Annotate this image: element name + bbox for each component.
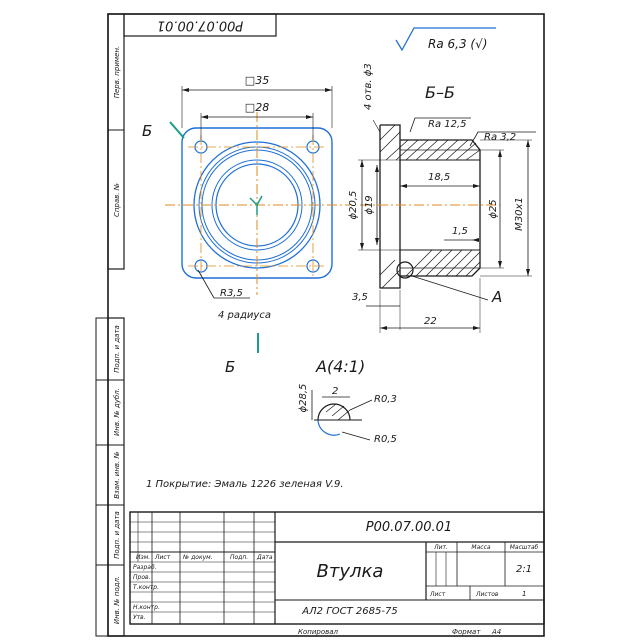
dim-18-5: 18,5 [428,172,450,183]
dim-radius: R3,5 [220,288,243,299]
sheet-frame [107,13,545,637]
section-view: Б–Б Ra 6,3 (√) [348,27,536,333]
dim-square-35: □35 [245,74,269,87]
tb-role-approved: Утв. [133,614,146,621]
dim-d-19: ϕ19 [364,195,375,214]
dim-r-0-3: R0,3 [374,394,397,405]
dim-3-5: 3,5 [352,292,368,303]
tb-role-tech-control: Т.контр. [133,584,159,591]
section-title: Б–Б [425,83,455,102]
roughness-general: Ra 6,3 (√) [428,37,487,51]
copied-label: Копировал [298,628,339,636]
side-label-dup-inv: Инв. № дубл. [113,388,121,436]
tb-role-developer: Разраб. [133,564,157,571]
front-view: □35 □28 R3,5 4 радиуса Б Б [142,74,350,376]
outer-boss-circle [193,141,321,269]
coating-note: 1 Покрытие: Эмаль 1226 зеленая V.9. [146,479,344,490]
dim-d-28-5: ϕ28,5 [298,384,309,413]
tb-header-sheet: Лист [154,554,171,561]
part-title: Втулка [317,561,384,582]
tb-lit: Лит. [433,544,448,551]
tb-role-norm-control: Н.контр. [133,604,160,611]
dim-thread: М30х1 [514,197,525,231]
detail-a-view: А(4:1) ϕ28,5 2 R0,3 R0,5 [298,357,397,445]
section-mark-bottom: Б [225,358,235,376]
dim-1-5: 1,5 [452,226,468,237]
dim-22: 22 [424,316,437,327]
ra-12-5: Ra 12,5 [428,119,467,130]
tb-header-sign: Подп. [230,554,248,561]
drawing-code: Р00.07.00.01 [366,520,452,535]
tb-header-date: Дата [256,554,273,561]
dim-square-28: □28 [245,101,269,114]
side-label-orig-inv: Инв. № подл. [113,576,121,624]
tb-header-doc: № докум. [182,554,213,561]
section-mark-top: Б [142,122,152,140]
side-label-sign-date-1: Подп. и дата [113,325,121,373]
top-code-box: Р00.07.00.01 [123,13,277,37]
side-label-reference: Справ. № [113,183,121,217]
format-value: А4 [491,628,501,636]
side-column: Перв. примен. Справ. № Подп. и дата Инв.… [95,13,125,637]
side-label-first-use: Перв. примен. [113,46,121,99]
detail-a-marker [396,261,414,279]
dim-2: 2 [332,386,338,397]
tb-scale-value: 2:1 [516,564,532,575]
tb-header-change: Изм. [136,554,150,561]
side-label-replace-inv: Взам. инв. № [113,451,121,499]
dim-d-20-5: ϕ20,5 [348,191,359,220]
top-drawing-code: Р00.07.00.01 [157,18,243,33]
dim-radius-note: 4 радиуса [218,310,271,321]
dim-r-0-5: R0,5 [374,434,397,445]
tb-mass: Масса [471,544,490,551]
tb-sheet: Лист [429,591,446,598]
ra-3-2: Ra 3,2 [484,132,516,143]
detail-title: А(4:1) [315,357,365,376]
side-label-sign-date-2: Подп. и дата [113,511,121,559]
dim-d-25: ϕ25 [488,199,499,218]
tb-role-checker: Пров. [133,574,151,581]
format-label: Формат [452,628,481,636]
tb-sheets-value: 1 [522,590,526,598]
title-block: Изм. Лист № докум. Подп. Дата Разраб. Пр… [129,511,545,625]
detail-ref: А [491,288,502,306]
tb-sheets: Листов [475,591,499,598]
dim-holes: 4 отв. ϕ3 [363,63,374,110]
tb-scale: Масштаб [510,544,539,551]
material-spec: АЛ2 ГОСТ 2685-75 [301,606,397,617]
